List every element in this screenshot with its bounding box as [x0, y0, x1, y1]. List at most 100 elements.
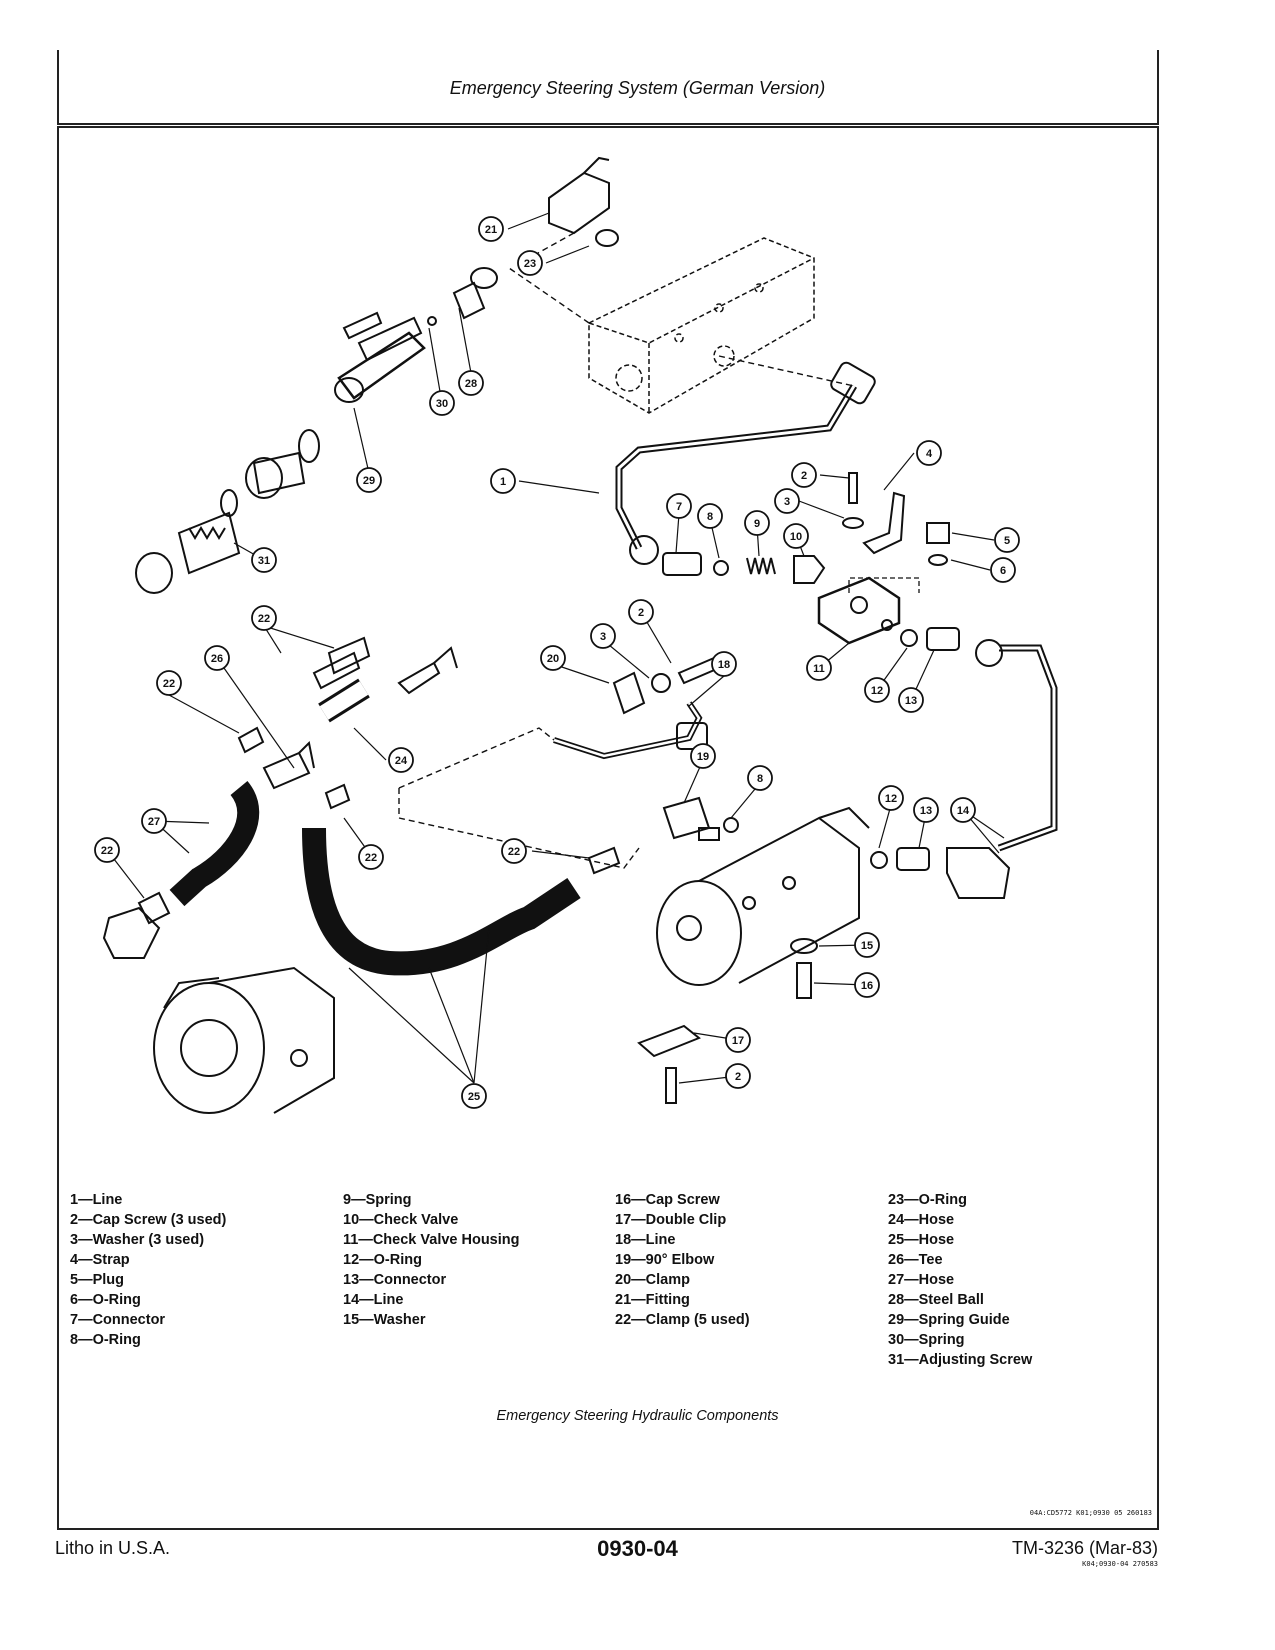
content-frame: [57, 126, 1159, 1530]
callout-3a: [774, 488, 800, 514]
callout-25: [461, 1083, 487, 1109]
callout-22e: [501, 838, 527, 864]
legend-item: 3—Washer (3 used): [70, 1232, 205, 1248]
callout-2a: [791, 462, 817, 488]
legend-column-1: 1—Line 2—Cap Screw (3 used) 3—Washer (3 …: [70, 1190, 226, 1350]
callout-label: 22: [508, 846, 520, 858]
callout-27: [141, 808, 167, 834]
callout-21: [478, 216, 504, 242]
spring-9: [746, 557, 776, 575]
figure-caption: Emergency Steering Hydraulic Components: [496, 1408, 779, 1424]
callout-26: [204, 645, 230, 671]
header-frame: [57, 50, 1159, 125]
callout-label: 22: [258, 613, 270, 625]
callout-label: 1: [500, 476, 506, 488]
legend-item: 22—Clamp (5 used): [615, 1312, 750, 1328]
callout-30: [429, 390, 455, 416]
callout-label: 14: [957, 805, 970, 817]
callout-label: 3: [784, 496, 790, 508]
callout-label: 30: [436, 398, 448, 410]
legend-item: 13—Connector: [343, 1272, 447, 1288]
legend-item: 9—Spring: [343, 1192, 412, 1208]
legend-item: 6—O-Ring: [70, 1292, 141, 1308]
legend-item: 2—Cap Screw (3 used): [70, 1212, 227, 1228]
legend-item: 10—Check Valve: [343, 1212, 459, 1228]
callout-7: [666, 493, 692, 519]
callout-5: [994, 527, 1020, 553]
callout-label: 2: [735, 1071, 741, 1083]
legend-column-3: 16—Cap Screw 17—Double Clip 18—Line 19—9…: [615, 1190, 750, 1330]
callout-label: 22: [365, 852, 377, 864]
callout-label: 22: [101, 845, 113, 857]
callout-label: 12: [885, 793, 897, 805]
pump-housing: [102, 906, 335, 1114]
callout-label: 16: [861, 980, 873, 992]
callout-label: 29: [363, 475, 375, 487]
legend-item: 11—Check Valve Housing: [343, 1232, 520, 1248]
legend-item: 28—Steel Ball: [888, 1292, 984, 1308]
callout-22c: [358, 844, 384, 870]
callout-13b: [913, 797, 939, 823]
callout-24: [388, 747, 414, 773]
callout-label: 6: [1000, 565, 1006, 577]
legend-item: 31—Adjusting Screw: [888, 1352, 1033, 1368]
page-title: Emergency Steering System (German Versio…: [449, 78, 826, 98]
callout-16: [854, 972, 880, 998]
oring-8: [713, 560, 729, 576]
callout-label: 12: [871, 685, 883, 697]
exploded-parts-diagram: 21 23 30 28 29 31 1 2 4 3 7 8 9 10 5 6 1…: [94, 156, 1058, 1114]
callout-8a: [697, 503, 723, 529]
legend-item: 4—Strap: [70, 1252, 130, 1268]
callout-22a: [251, 605, 277, 631]
callout-label: 3: [600, 631, 606, 643]
washer-3: [842, 517, 864, 529]
callout-label: 8: [707, 511, 713, 523]
legend-item: 1—Line: [70, 1192, 123, 1208]
fitting-21: [548, 171, 610, 235]
motor-assembly: [656, 806, 870, 986]
legend-item: 18—Line: [615, 1232, 676, 1248]
legend-item: 17—Double Clip: [615, 1212, 727, 1228]
callout-label: 19: [697, 751, 709, 763]
callout-label: 4: [926, 448, 933, 460]
legend-item: 30—Spring: [888, 1332, 965, 1348]
legend-column-4: 23—O-Ring 24—Hose 25—Hose 26—Tee 27—Hose…: [888, 1190, 1032, 1370]
legend-column-2: 9—Spring 10—Check Valve 11—Check Valve H…: [343, 1190, 520, 1330]
callout-12a: [864, 677, 890, 703]
callout-8b: [747, 765, 773, 791]
callout-label: 13: [905, 695, 917, 707]
callout-31: [251, 547, 277, 573]
callout-18: [711, 651, 737, 677]
callout-label: 26: [211, 653, 223, 665]
cap-screw-2: [848, 472, 858, 504]
callout-label: 10: [790, 531, 802, 543]
legend-item: 20—Clamp: [615, 1272, 690, 1288]
callout-label: 24: [395, 755, 408, 767]
callout-label: 22: [163, 678, 175, 690]
plug-5: [926, 522, 950, 544]
manual-sub-code: K04;0930-04 270583: [1082, 1560, 1158, 1568]
callout-label: 15: [861, 940, 873, 952]
callout-label: 28: [465, 378, 477, 390]
callout-1: [490, 468, 516, 494]
callout-label: 20: [547, 653, 559, 665]
callout-13a: [898, 687, 924, 713]
legend-item: 8—O-Ring: [70, 1332, 141, 1348]
callout-label: 18: [718, 659, 730, 671]
callout-12b: [878, 785, 904, 811]
legend-item: 29—Spring Guide: [888, 1312, 1010, 1328]
figure-reference-code: 04A:CD5772 K01;0930 05 260183: [1029, 1509, 1152, 1517]
check-valve-housing-11: [817, 576, 901, 645]
callout-2c: [725, 1063, 751, 1089]
callout-label: 13: [920, 805, 932, 817]
callout-20: [540, 645, 566, 671]
callout-label: 7: [676, 501, 682, 513]
legend-item: 26—Tee: [888, 1252, 943, 1268]
manual-id: TM-3236 (Mar-83): [1011, 1538, 1158, 1558]
callout-9: [744, 510, 770, 536]
callout-label: 5: [1004, 535, 1010, 547]
check-valve-10: [793, 555, 826, 584]
callout-14: [950, 797, 976, 823]
callout-28: [458, 370, 484, 396]
callout-2b: [628, 599, 654, 625]
